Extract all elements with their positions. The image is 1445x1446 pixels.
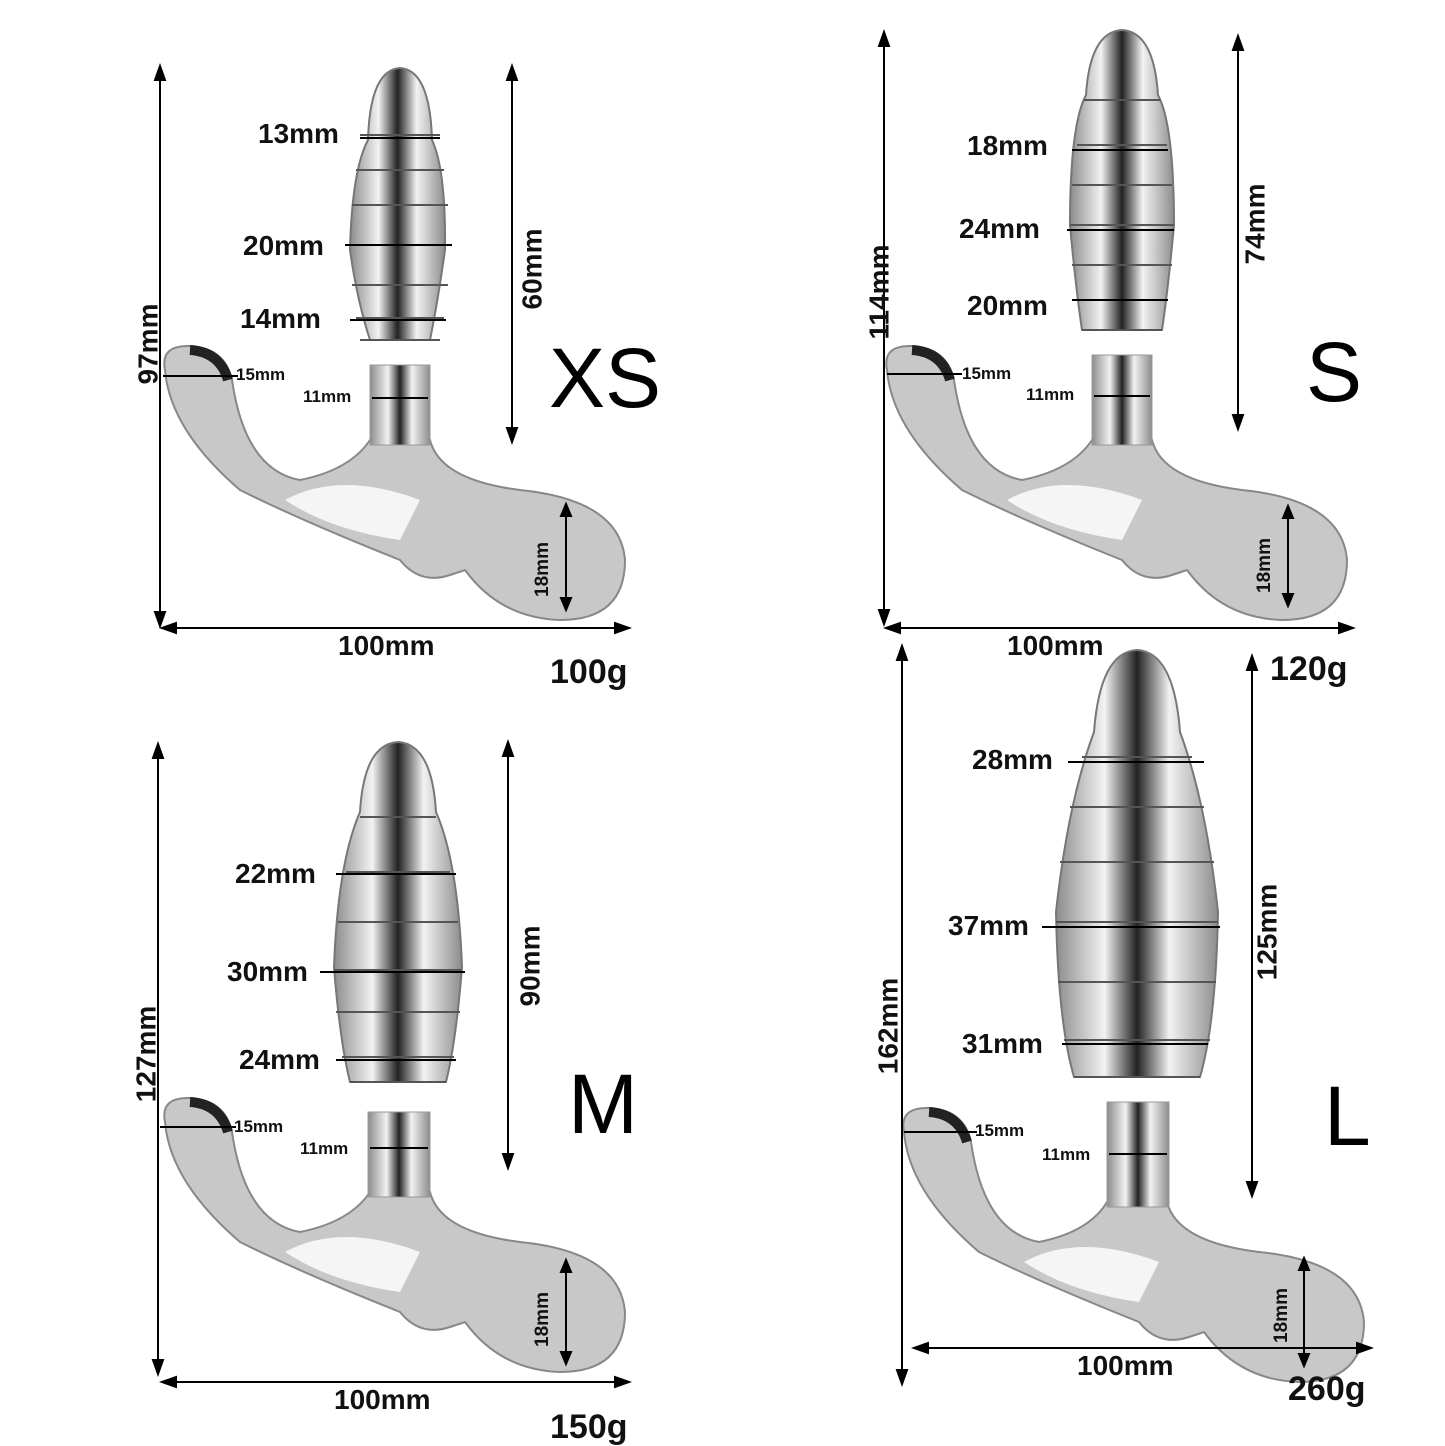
width-label: 100mm [334, 1384, 431, 1415]
loop-label: 18mm [531, 1292, 553, 1347]
diameter-3-label: 14mm [240, 303, 321, 334]
size-label: XS [549, 331, 662, 425]
diameter-1-label: 22mm [235, 858, 316, 889]
head-label: 15mm [234, 1117, 284, 1136]
insert-length-label: 90mm [514, 925, 546, 1007]
product-illustration-xs [153, 63, 632, 635]
panel-xs: 97mm 100mm 60mm 13mm 20mm 14mm 15mm 11mm… [0, 0, 722, 722]
panel-l: 162mm 100mm 125mm 28mm 37mm 31mm 15mm 11… [722, 643, 1444, 1444]
panel-m: 127mm 100mm 90mm 22mm 30mm 24mm 15mm 11m… [0, 722, 722, 1444]
height-label: 162mm [872, 977, 904, 1075]
loop-label: 18mm [1270, 1288, 1292, 1343]
insert-length-label: 125mm [1251, 883, 1283, 981]
head-label: 15mm [975, 1121, 1025, 1140]
diameter-1-label: 13mm [258, 118, 339, 149]
loop-label: 18mm [531, 542, 553, 597]
diameter-1-label: 18mm [967, 130, 1048, 161]
diameter-3-label: 20mm [967, 290, 1048, 321]
diameter-3-label: 24mm [239, 1044, 320, 1075]
weight-label: 120g [1270, 650, 1348, 688]
insert-length-label: 60mm [516, 228, 548, 310]
product-illustration-l [895, 643, 1374, 1387]
size-label: S [1306, 325, 1363, 419]
diameter-2-label: 37mm [948, 910, 1029, 941]
width-label: 100mm [1077, 1350, 1174, 1381]
diameter-2-label: 20mm [243, 230, 324, 261]
insert-length-label: 74mm [1239, 183, 1271, 265]
head-label: 15mm [962, 364, 1012, 383]
neck-label: 11mm [300, 1139, 349, 1158]
height-label: 97mm [132, 303, 164, 385]
neck-label: 11mm [303, 387, 352, 406]
width-label: 100mm [338, 630, 435, 661]
weight-label: 260g [1288, 1370, 1366, 1408]
diameter-2-label: 24mm [959, 213, 1040, 244]
diameter-1-label: 28mm [972, 744, 1053, 775]
size-label: M [568, 1057, 638, 1151]
height-label: 114mm [863, 244, 895, 340]
diameter-3-label: 31mm [962, 1028, 1043, 1059]
weight-label: 150g [550, 1408, 628, 1446]
width-label: 100mm [1007, 630, 1104, 661]
head-label: 15mm [236, 365, 286, 384]
height-label: 127mm [130, 1005, 162, 1103]
neck-label: 11mm [1042, 1145, 1091, 1164]
product-illustration-s [877, 28, 1356, 635]
weight-label: 100g [550, 653, 628, 691]
loop-label: 18mm [1253, 538, 1275, 593]
diameter-2-label: 30mm [227, 956, 308, 987]
product-illustration-m [151, 739, 632, 1389]
panel-s: 114mm 100mm 74mm 18mm 24mm 20mm 15mm 11m… [722, 0, 1444, 722]
size-label: L [1324, 1069, 1371, 1163]
neck-label: 11mm [1026, 385, 1075, 404]
